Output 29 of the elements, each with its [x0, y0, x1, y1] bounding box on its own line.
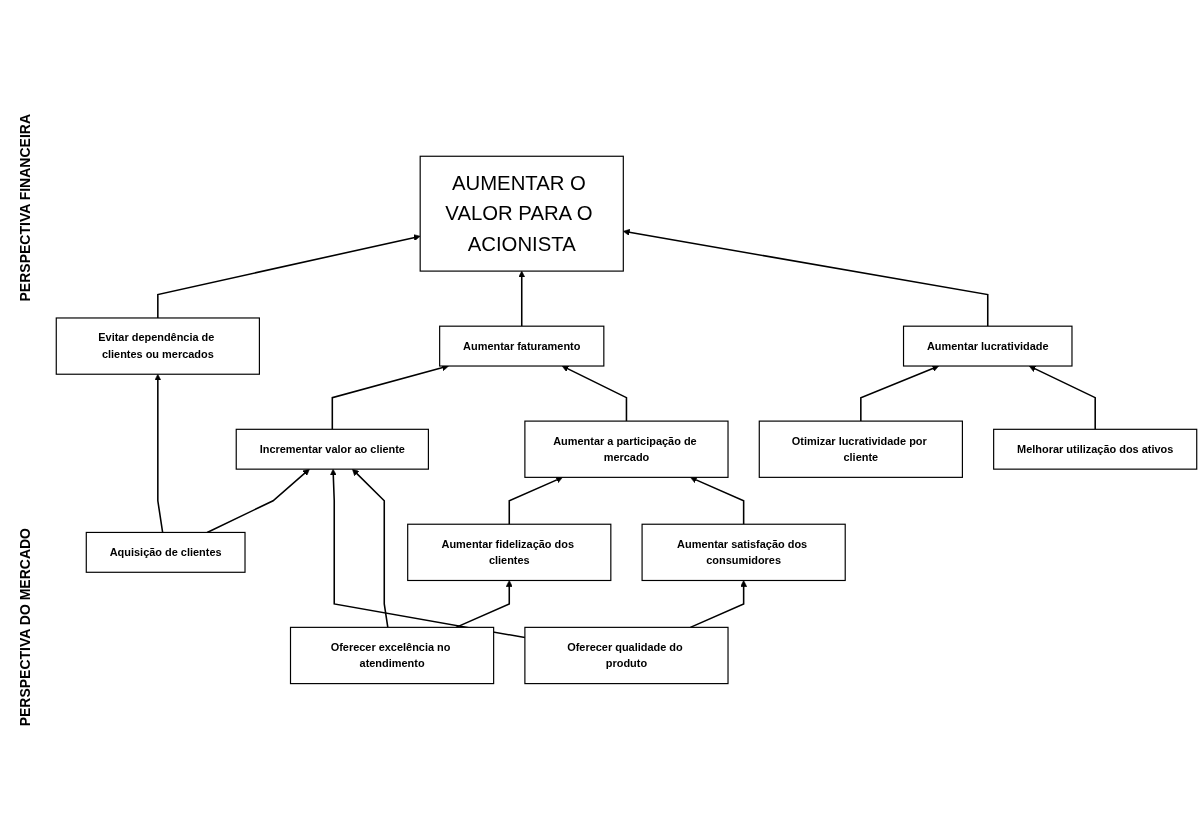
- node-box: Aumentar lucratividade: [902, 325, 1073, 367]
- node-box: Oferecer excelência no atendimento: [289, 626, 495, 685]
- node-box: Melhorar utilização dos ativos: [993, 428, 1198, 470]
- node-box: Incrementar valor ao cliente: [235, 428, 429, 470]
- arrow: [352, 468, 389, 629]
- arrow: [690, 476, 745, 526]
- node-box: Aumentar a participação de mercado: [524, 420, 729, 478]
- arrow: [1028, 365, 1096, 431]
- arrow: [561, 365, 628, 422]
- node-box: Aumentar satisfação dos consumidores: [641, 523, 846, 582]
- arrow: [508, 476, 563, 526]
- node-box: AUMENTAR O VALOR PARA O ACIONISTA: [419, 155, 624, 272]
- arrow: [689, 580, 748, 629]
- node-box: Aumentar fidelização dos clientes: [407, 523, 612, 582]
- node-box: Otimizar lucratividade por cliente: [758, 420, 963, 478]
- section-label: PERSPECTIVA DO MERCADO: [17, 528, 33, 727]
- node-box: Evitar dependência de clientes ou mercados: [55, 317, 260, 375]
- arrow: [157, 234, 421, 319]
- arrow: [623, 229, 989, 327]
- arrow: [154, 374, 164, 534]
- arrow: [331, 364, 449, 431]
- node-box: Oferecer qualidade do produto: [524, 626, 729, 685]
- node-box: Aumentar faturamento: [439, 325, 605, 367]
- section-label: PERSPECTIVA FINANCEIRA: [17, 113, 33, 301]
- arrow: [455, 580, 513, 629]
- arrow: [518, 270, 526, 327]
- arrow: [206, 468, 310, 534]
- node-box: Aquisição de clientes: [85, 531, 246, 573]
- arrow: [860, 365, 940, 422]
